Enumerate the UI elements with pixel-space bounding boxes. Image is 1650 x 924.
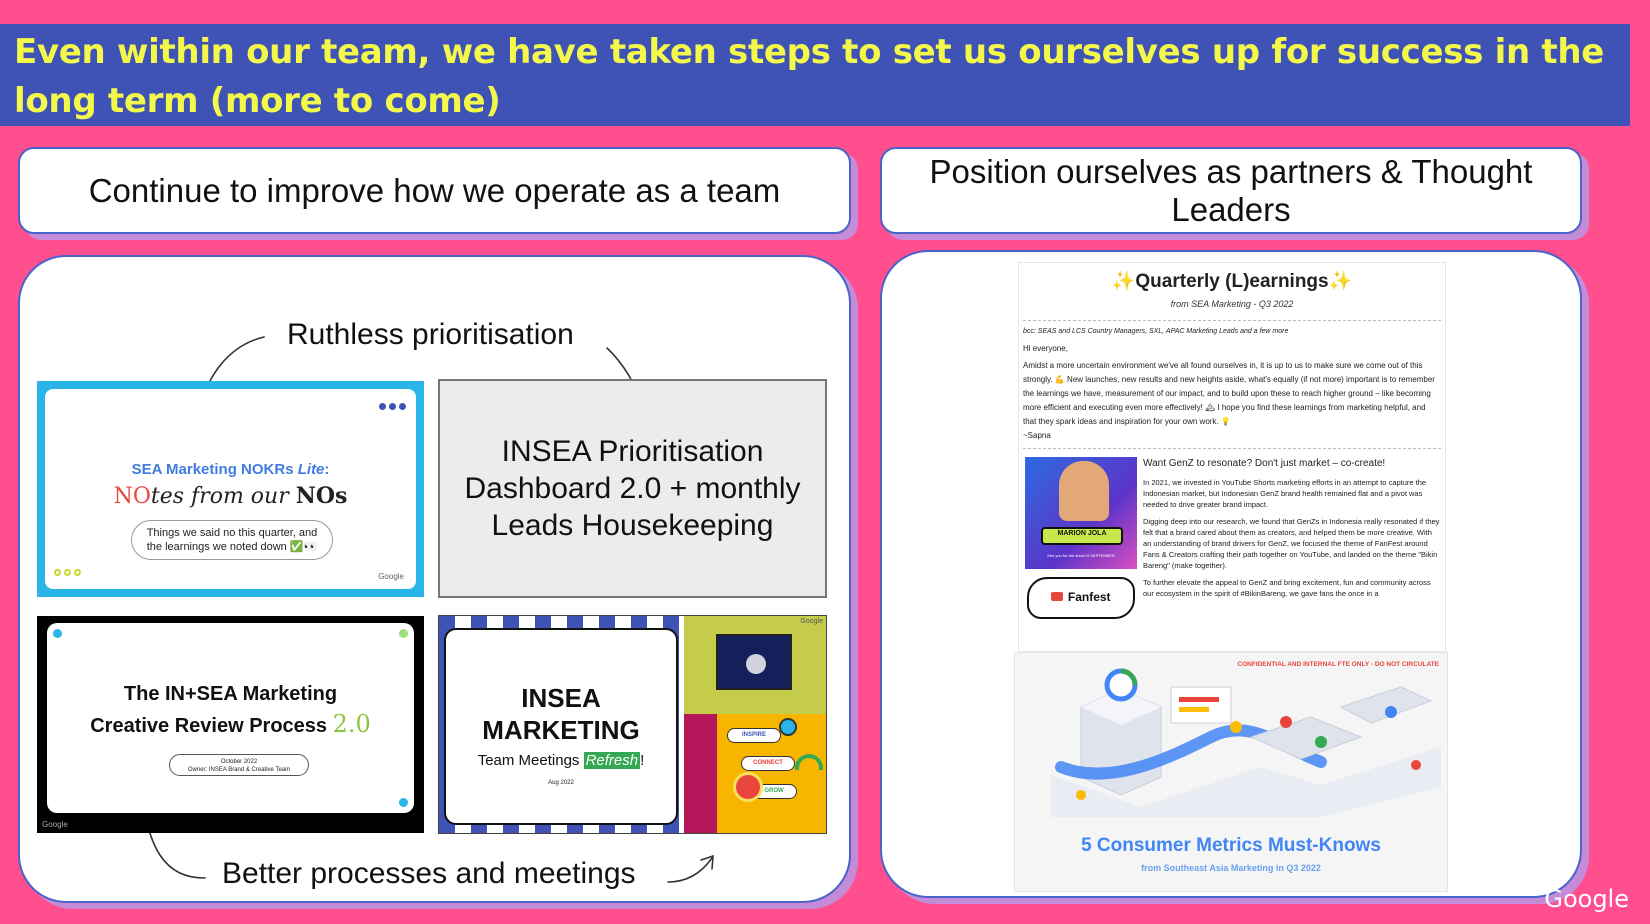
newsletter-intro: bcc: SEAS and LCS Country Managers, SXL,… <box>1023 328 1435 440</box>
creative-meta: October 2022 Owner: INSEA Brand & Creati… <box>169 754 309 776</box>
youtube-icon <box>1051 592 1064 601</box>
rainbow-icon <box>795 754 823 770</box>
meetings-subtitle: Team Meetings Refresh! <box>477 752 645 769</box>
card-creative-review[interactable]: The IN+SEA Marketing Creative Review Pro… <box>37 616 424 833</box>
title-bar: Even within our team, we have taken step… <box>0 24 1630 126</box>
corner-dot-icon <box>53 629 62 638</box>
card-dashboard[interactable]: INSEA Prioritisation Dashboard 2.0 + mon… <box>438 379 827 598</box>
label-better-processes: Better processes and meetings <box>222 857 636 890</box>
arrow-to-meetings <box>667 857 713 883</box>
meetings-video-block: Google <box>684 616 826 714</box>
google-footer-logo: Google <box>1544 885 1629 913</box>
meetings-title: INSEA MARKETING <box>482 683 640 745</box>
newsletter-title: ✨Quarterly (L)earnings✨ <box>1111 271 1353 292</box>
left-header-box: Continue to improve how we operate as a … <box>18 147 851 234</box>
newsletter-card[interactable]: ✨Quarterly (L)earnings✨ from SEA Marketi… <box>1018 262 1446 652</box>
promo-caption: See you for the show! 8 SEPTEMBER <box>1047 553 1115 558</box>
article-text: Want GenZ to resonate? Don't just market… <box>1143 458 1440 598</box>
right-header-box: Position ourselves as partners & Thought… <box>880 147 1582 234</box>
flower-icon <box>733 772 763 802</box>
card-nokrs-inner: SEA Marketing NOKRs Lite: NOtes from our… <box>45 389 416 589</box>
corner-dot-icon <box>399 629 408 638</box>
newsletter-article: MARION JOLA See you for the show! 8 SEPT… <box>1019 449 1445 624</box>
play-icon[interactable] <box>746 654 766 674</box>
meetings-tags-block: INSPIRE CONNECT GROW <box>717 714 826 833</box>
metrics-subtitle: from Southeast Asia Marketing in Q3 2022 <box>1141 863 1321 873</box>
creative-inner: The IN+SEA Marketing Creative Review Pro… <box>47 623 414 813</box>
fanfest-badge: Fanfest <box>1027 577 1135 619</box>
video-thumbnail[interactable] <box>716 634 792 690</box>
globe-icon <box>779 718 797 736</box>
nokrs-subtitle: NOtes from our NOs <box>113 483 348 509</box>
google-logo-small: Google <box>378 572 404 581</box>
label-ruthless-prioritisation: Ruthless prioritisation <box>287 318 574 351</box>
newsletter-subtitle: from SEA Marketing - Q3 2022 <box>1170 299 1294 309</box>
corner-dot-icon <box>399 798 408 807</box>
tag-connect: CONNECT <box>741 756 795 771</box>
left-header-text: Continue to improve how we operate as a … <box>88 171 781 209</box>
google-logo-small: Google <box>42 820 68 829</box>
confidential-notice: CONFIDENTIAL AND INTERNAL FTE ONLY - DO … <box>1237 661 1439 668</box>
meetings-date: Aug 2022 <box>548 780 574 786</box>
slide-title: Even within our team, we have taken step… <box>14 32 1605 121</box>
metrics-title: 5 Consumer Metrics Must-Knows <box>1081 835 1381 856</box>
tag-inspire: INSPIRE <box>727 728 781 743</box>
metrics-card[interactable]: CONFIDENTIAL AND INTERNAL FTE ONLY - DO … <box>1014 652 1448 892</box>
nokrs-title: SEA Marketing NOKRs Lite: <box>131 461 330 478</box>
promo-image: MARION JOLA See you for the show! 8 SEPT… <box>1025 457 1137 569</box>
dots-green-icon <box>51 563 81 581</box>
google-logo-small: Google <box>800 618 823 625</box>
meetings-maroon-block <box>684 714 717 833</box>
meetings-main: INSEA MARKETING Team Meetings Refresh! A… <box>444 628 678 825</box>
creator-portrait <box>1059 461 1109 521</box>
isometric-illustration <box>1051 668 1441 817</box>
nokrs-pill: Things we said no this quarter, and the … <box>131 520 333 560</box>
dots-blue-icon <box>376 397 406 415</box>
creative-title-1: The IN+SEA Marketing <box>123 683 338 705</box>
promo-name: MARION JOLA <box>1041 527 1123 545</box>
card-team-meetings[interactable]: INSEA MARKETING Team Meetings Refresh! A… <box>438 615 827 834</box>
card-nokrs[interactable]: SEA Marketing NOKRs Lite: NOtes from our… <box>37 381 424 597</box>
creative-title-2: Creative Review Process 2.0 <box>90 710 371 738</box>
dashboard-text: INSEA Prioritisation Dashboard 2.0 + mon… <box>464 435 801 542</box>
right-header-text: Position ourselves as partners & Thought… <box>929 152 1533 228</box>
